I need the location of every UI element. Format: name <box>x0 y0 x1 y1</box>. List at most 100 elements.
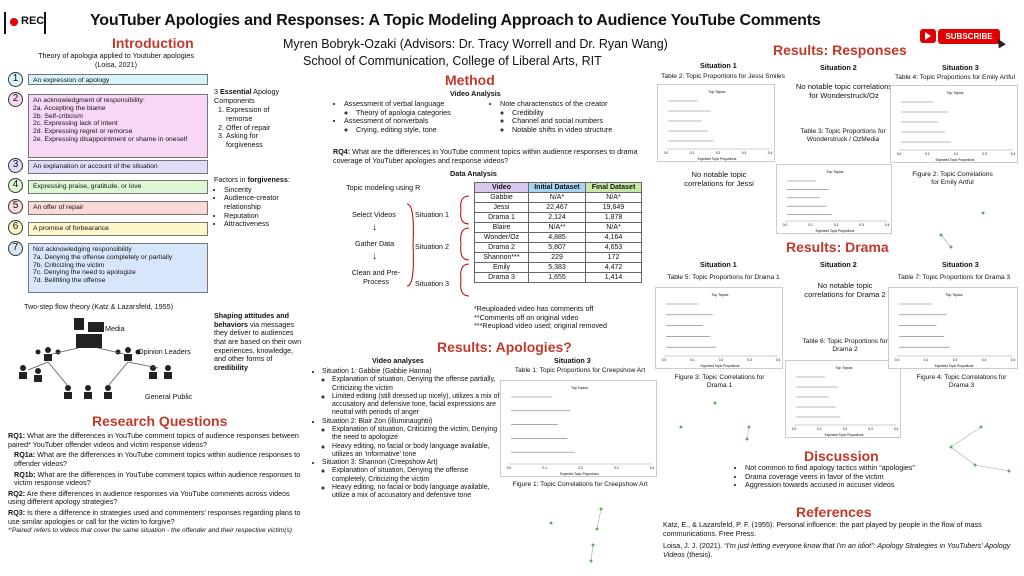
apologia-item: An acknowledgment of responsibility: 2a.… <box>28 94 208 158</box>
rq-item: RQ1a: What are the differences in YouTub… <box>14 450 301 468</box>
apologia-number: 2 <box>8 92 23 107</box>
tick-label: 0.2 <box>953 358 958 362</box>
correlation-figure-2 <box>920 196 1010 256</box>
tick-label: 0.3 <box>859 223 864 227</box>
intro-heading: Introduction <box>112 35 194 51</box>
resp-sit2: Situation 2 <box>820 63 857 72</box>
tick-label: 0.0 <box>664 151 669 155</box>
component-item: Expression of remorse <box>226 105 294 123</box>
table-cell: 4,653 <box>585 242 642 253</box>
two-step-flow-diagram <box>8 316 208 406</box>
media-icon <box>88 322 104 332</box>
no-notable-wonder: No notable topic correlations for Wonder… <box>795 82 893 101</box>
arrow-down-icon: ↓ <box>372 251 377 262</box>
table-cell: N/A* <box>585 192 642 203</box>
table-cell: 229 <box>528 252 586 263</box>
flow-diagram-svg <box>19 318 172 399</box>
flow-media-label: Media <box>105 324 125 333</box>
subscribe-button: SUBSCRIBE <box>938 29 1000 44</box>
mini-chart-title: Top Topics <box>836 366 853 370</box>
data-analysis-heading: Data Analysis <box>450 169 497 178</box>
table5-caption: Table 5: Topic Proportions for Drama 1 <box>667 274 780 281</box>
rq-item: RQ3: Is there a difference in strategies… <box>8 508 301 526</box>
authors: Myren Bobryk-Ozaki (Advisors: Dr. Tracy … <box>283 37 668 51</box>
table-cell: 1,655 <box>528 272 586 283</box>
method-right-list: Note characteristics of the creator Cred… <box>490 99 650 135</box>
table-header: Final Dataset <box>585 182 642 193</box>
tick-label: 0.4 <box>650 466 655 470</box>
tick-label: 0.2 <box>716 151 721 155</box>
table-cell: 1,414 <box>585 272 642 283</box>
rq-item: RQ1b: What are the differences in YouTub… <box>14 469 301 488</box>
tick-label: 0.3 <box>982 358 987 362</box>
x-axis-label: Expected Topic Proportions <box>698 157 737 161</box>
poster-title: YouTuber Apologies and Responses: A Topi… <box>90 12 821 29</box>
correlation-figure-3 <box>670 396 780 456</box>
dataset-notes: *Reuploaded video has comments off **Com… <box>474 304 608 331</box>
note: **Comments off on original video <box>474 312 579 322</box>
cursor-icon <box>994 36 1006 49</box>
apologia-item: An offer of repair <box>28 201 208 215</box>
tick-label: 0.2 <box>954 152 959 156</box>
intro-theory: Theory of apologia applied to Youtuber a… <box>38 51 194 69</box>
apologia-number: 4 <box>8 178 23 193</box>
no-notable-jessi: No notable topic correlations for Jessi <box>684 170 754 189</box>
table-cell: Drama 3 <box>474 272 529 283</box>
tick-label: 0.1 <box>925 152 930 156</box>
rq-list: RQ1: What are the differences in YouTube… <box>8 431 303 535</box>
table-cell: Emily <box>474 262 529 273</box>
table-cell: Drama 1 <box>474 212 529 223</box>
situation-brackets <box>460 195 470 297</box>
table-cell: 4,472 <box>585 262 642 273</box>
rec-badge: REC <box>4 12 46 34</box>
x-axis-label: Expected Topic Proportions <box>935 364 974 368</box>
factor-item: Reputation <box>224 211 304 221</box>
rq-item: RQ2: Are there differences in audience r… <box>8 488 290 507</box>
apology-detail: Explanation of situation, Denying the of… <box>332 467 502 484</box>
table-cell: Blaire <box>474 222 529 233</box>
tick-label: 0.0 <box>895 358 900 362</box>
table-cell: N/A** <box>528 222 586 233</box>
mini-chart-title: Top Topics <box>946 293 963 297</box>
flow-theory-title: Two-step flow theory (Katz & Lazarsfeld,… <box>24 302 174 311</box>
resp-sit3: Situation 3 <box>942 63 979 72</box>
figure3-caption: Figure 3: Topic Correlations for Drama 1 <box>674 374 765 389</box>
video-analyses-heading: Video analyses <box>372 356 424 365</box>
situation-label-3: Situation 3 <box>415 279 449 288</box>
step-clean: Clean and Pre-Process <box>351 268 401 286</box>
drama-heading: Results: Drama <box>786 239 889 255</box>
essential-components: 3 Essential Apology Components Expressio… <box>214 87 294 149</box>
resp-sit1: Situation 1 <box>700 61 737 70</box>
apologia-number: 7 <box>8 241 23 256</box>
apologia-number: 6 <box>8 220 23 235</box>
tick-label: 0.3 <box>742 151 747 155</box>
tick-label: 0.4 <box>768 151 773 155</box>
table-cell: 2,124 <box>528 212 586 223</box>
table-cell: Drama 2 <box>474 242 529 253</box>
figure1-caption: Figure 1: Topic Correlations for Creepsh… <box>512 481 648 488</box>
drama-sit3: Situation 3 <box>942 260 979 269</box>
method-bullet: Note characteristics of the creator <box>500 99 650 109</box>
note: ***Reupload video used; original removed <box>474 321 608 331</box>
table-header: Initial Dataset <box>528 182 586 193</box>
tick-label: 0.0 <box>662 358 667 362</box>
factor-item: Attractiveness <box>224 220 304 229</box>
apologies-list: Situation 1: Gabbie (Gabbie Hanna)Explan… <box>312 368 502 501</box>
rq4-text: RQ4: What are the differences in YouTube… <box>333 147 638 165</box>
situation-label-2: Situation 2 <box>415 242 449 251</box>
rec-bracket-icon <box>4 12 46 34</box>
apologia-number: 5 <box>8 199 23 214</box>
network-svg <box>949 425 1011 473</box>
apologia-item: An expression of apology <box>28 74 208 85</box>
responses-heading: Results: Responses <box>773 42 907 58</box>
apologia-item: Not acknowledging responsibility 7a. Den… <box>28 243 208 293</box>
figure2-caption: Figure 2: Topic Correlations for Emily A… <box>912 171 993 186</box>
